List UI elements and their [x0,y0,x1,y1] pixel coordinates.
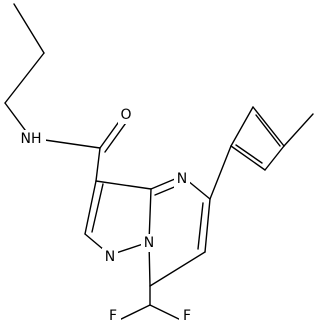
bond-ar3-methyl [283,113,314,147]
bond-c3-c2-a [84,180,97,235]
bond-c3a-n7a [148,188,152,243]
bond-ar4-ar5-b [235,144,263,164]
bond-ar2-ar3-a [252,106,285,147]
atom-o-label: O [120,107,131,123]
atom-n4-label: N [177,171,187,187]
atom-nh-label: NH [21,131,42,147]
atom-layer: NH O N N N F F [18,106,195,325]
bond-c3-c3a [95,180,152,190]
bond-ar4-ar5-a [230,145,266,171]
bond-ar1-ar2 [230,106,254,147]
bond-ar3-ar4 [264,145,285,171]
bond-amide-co-b [104,119,129,153]
atom-n7a-label: N [144,235,154,251]
bond-c2-c3 [4,52,45,104]
bond-c5-c6-a [204,198,211,253]
bond-c6-c7 [149,251,206,287]
bond-c1-c2 [13,3,45,54]
atom-f1-label: F [109,308,117,324]
atom-n1-label: N [105,249,115,265]
bond-amide-c3pos [95,147,101,182]
atom-f2-label: F [183,308,191,324]
bond-c3-c2-b [91,183,104,233]
bond-layer [4,3,314,324]
bond-c5-c6-b [197,202,204,250]
bond-c5-ar1 [209,145,232,200]
bond-ar2-ar3-b [255,114,281,147]
